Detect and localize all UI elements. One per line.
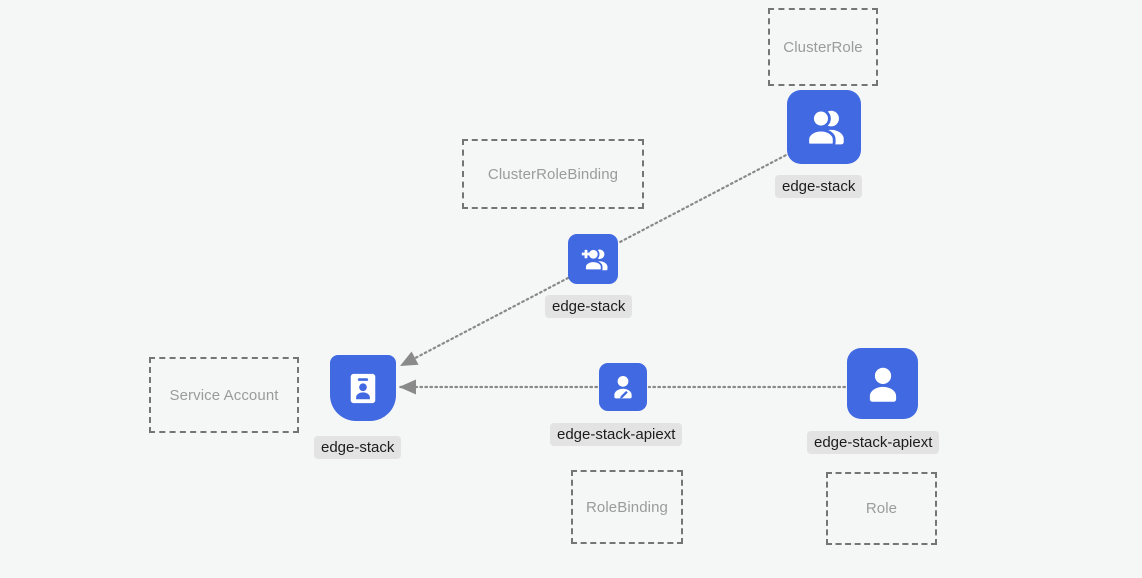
node-name-chip: edge-stack	[314, 436, 402, 459]
node-name-chip: edge-stack-apiext	[550, 423, 683, 446]
role-box: Role	[826, 472, 937, 545]
serviceaccount-box: Service Account	[149, 357, 299, 433]
kind-label: Service Account	[169, 386, 279, 404]
clusterrole-node[interactable]	[787, 90, 861, 164]
node-name-chip: edge-stack	[545, 295, 633, 318]
kind-label: ClusterRole	[783, 38, 863, 56]
clusterrolebinding-box: ClusterRoleBinding	[462, 139, 644, 209]
node-name-chip: edge-stack-apiext	[807, 431, 940, 454]
rolebinding-node[interactable]	[599, 363, 647, 411]
edge-arrowhead	[400, 351, 419, 366]
id-badge-icon	[340, 365, 386, 411]
edge-clusterrole-to-binding	[618, 151, 792, 244]
node-name-chip: edge-stack	[775, 175, 863, 198]
people-icon	[798, 101, 850, 153]
role-node[interactable]	[847, 348, 918, 419]
clusterrole-box: ClusterRole	[768, 8, 878, 86]
edge-arrowhead	[399, 379, 416, 395]
rolebinding-box: RoleBinding	[571, 470, 683, 544]
kind-label: ClusterRoleBinding	[487, 165, 619, 183]
edge-rolebinding-to-sa	[397, 379, 599, 395]
kind-label: Role	[865, 500, 898, 517]
person-add-icon	[576, 242, 611, 277]
edge-binding-to-sa	[398, 276, 570, 368]
person-edit-icon	[606, 370, 640, 404]
kind-label: RoleBinding	[586, 498, 668, 516]
clusterrolebinding-node[interactable]	[568, 234, 618, 284]
person-icon	[858, 359, 908, 409]
serviceaccount-node[interactable]	[330, 355, 396, 421]
